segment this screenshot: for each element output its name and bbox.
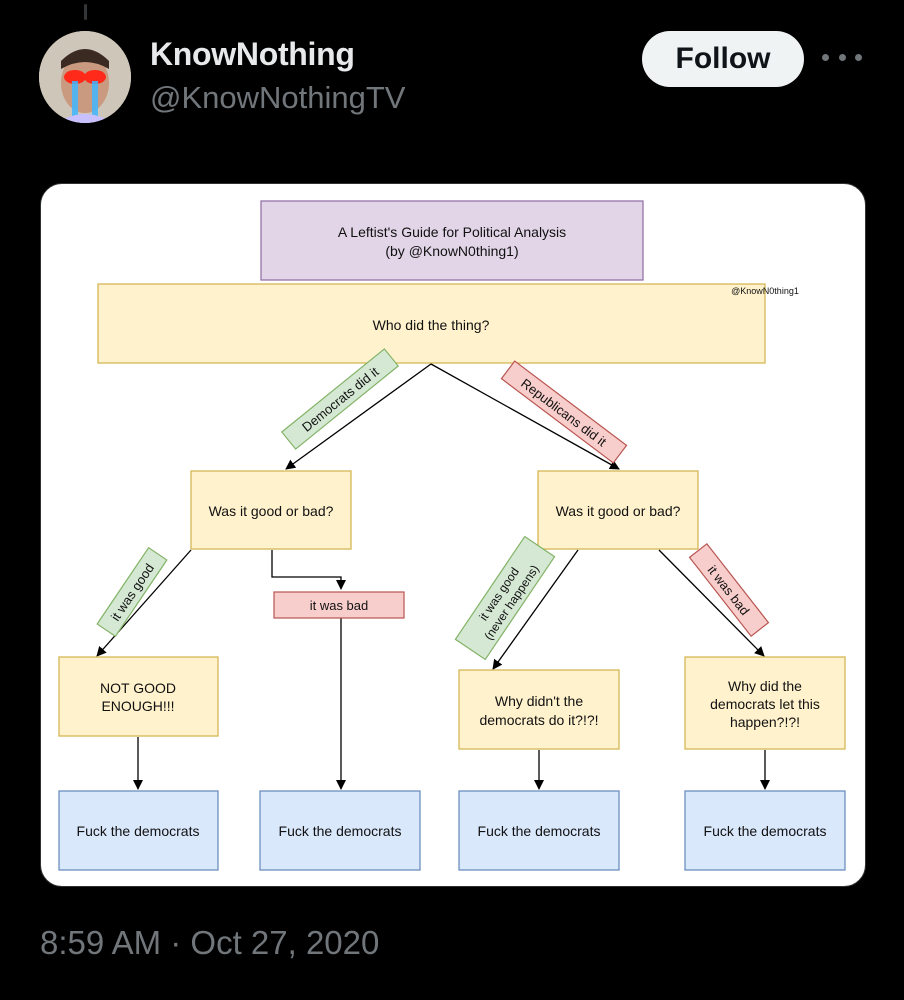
why-didnt-box bbox=[459, 670, 619, 749]
svg-text:Democrats did it: Democrats did it bbox=[299, 364, 382, 435]
display-name[interactable]: KnowNothing bbox=[150, 36, 355, 73]
user-handle[interactable]: @KnowNothingTV bbox=[150, 80, 405, 116]
it-was-bad-left-text: it was bad bbox=[310, 598, 369, 613]
follow-button[interactable]: Follow bbox=[642, 31, 804, 87]
not-good-enough-line-1: NOT GOOD bbox=[100, 680, 176, 696]
it-was-good-left-label: it was good bbox=[97, 548, 167, 637]
why-did-line-3: happen?!?! bbox=[730, 714, 800, 730]
final-text-3: Fuck the democrats bbox=[478, 823, 601, 839]
final-text-2: Fuck the democrats bbox=[279, 823, 402, 839]
why-did-line-2: democrats let this bbox=[710, 696, 820, 712]
it-was-bad-right-label: it was bad bbox=[690, 544, 769, 636]
it-was-good-right-label: it was good (never happens) bbox=[455, 537, 554, 660]
why-didnt-line-1: Why didn't the bbox=[495, 693, 583, 709]
final-text-1: Fuck the democrats bbox=[77, 823, 200, 839]
thread-line bbox=[84, 4, 87, 20]
flowchart-diagram: A Leftist's Guide for Political Analysis… bbox=[41, 184, 865, 886]
avatar[interactable] bbox=[39, 31, 131, 123]
democrats-did-it-label: Democrats did it bbox=[282, 349, 398, 449]
svg-text:it was good: it was good bbox=[108, 561, 157, 624]
not-good-enough-box bbox=[59, 657, 218, 736]
title-line-2: (by @KnowN0thing1) bbox=[385, 243, 518, 259]
question-text: Who did the thing? bbox=[373, 317, 490, 333]
more-options-icon[interactable] bbox=[822, 42, 862, 72]
why-didnt-line-2: democrats do it?!?! bbox=[479, 712, 598, 728]
why-did-line-1: Why did the bbox=[728, 678, 802, 694]
title-box bbox=[261, 201, 643, 280]
title-line-1: A Leftist's Guide for Political Analysis bbox=[338, 224, 566, 240]
not-good-enough-line-2: ENOUGH!!! bbox=[101, 698, 174, 714]
republicans-did-it-label: Republicans did it bbox=[501, 361, 626, 463]
tweet-media-image[interactable]: A Leftist's Guide for Political Analysis… bbox=[40, 183, 866, 887]
watermark: @KnowN0thing1 bbox=[731, 286, 799, 296]
final-text-4: Fuck the democrats bbox=[704, 823, 827, 839]
question-right-text: Was it good or bad? bbox=[556, 503, 681, 519]
avatar-image bbox=[39, 31, 131, 123]
tweet-timestamp[interactable]: 8:59 AM · Oct 27, 2020 bbox=[40, 924, 379, 962]
question-left-text: Was it good or bad? bbox=[209, 503, 334, 519]
